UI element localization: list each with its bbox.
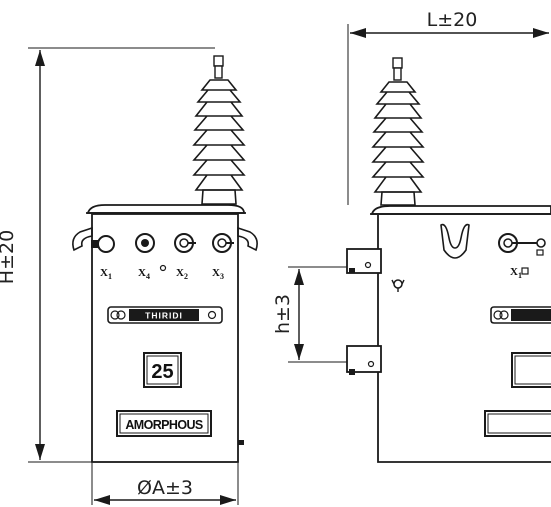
brand-plate: THIRIDI [107,306,223,324]
diameter-label: ØA±3 [137,477,193,499]
terminal-label-x2: X2 [176,267,188,281]
lifting-lug-left [72,226,93,252]
length-dimension: L±20 [347,9,549,205]
rating-plate-text: 25 [151,361,173,383]
lifting-lug-right [237,226,258,252]
terminal-label-x4: X4 [138,267,150,281]
rating-plate: 25 [143,352,182,388]
side-lifting-lug [440,223,470,259]
side-brand-plate [490,306,551,324]
hv-bushing [192,55,246,205]
diameter-dimension: ØA±3 [91,463,239,505]
side-hv-bushing [371,57,425,206]
bracket-spacing-dimension: h±3 [272,266,347,363]
terminal-label-x1: X1 [100,267,112,281]
lv-terminals: X1 X4 X2 X3 [91,233,234,281]
front-view: H±20 [0,47,258,505]
brand-plate-text: THIRIDI [145,311,183,321]
terminal-x1 [91,235,115,253]
ground-pad [238,440,244,445]
mounting-bracket-lower [346,345,382,375]
side-rating-plate [511,352,551,388]
type-plate-text: AMORPHOUS [125,418,203,432]
height-label: H±20 [0,230,18,284]
side-tank-lid [370,205,551,215]
mounting-bracket-upper [346,248,382,274]
bracket-spacing-label: h±3 [272,294,294,334]
tank-lid [86,204,245,214]
height-dimension: H±20 [0,47,215,463]
side-ground-lug [391,279,405,292]
side-tank-body [377,215,551,463]
terminal-label-x3: X3 [212,267,224,281]
terminal-x4 [135,233,155,253]
type-plate: AMORPHOUS [116,410,212,437]
side-type-plate [484,410,551,437]
terminal-x2 [174,233,196,253]
terminal-x3 [212,233,234,253]
side-view: L±20 X1 [272,9,551,463]
length-label: L±20 [427,9,478,31]
side-terminal-label: X1 [510,266,522,280]
tank-body [91,213,239,463]
side-terminal-x1: X1 [498,233,546,280]
